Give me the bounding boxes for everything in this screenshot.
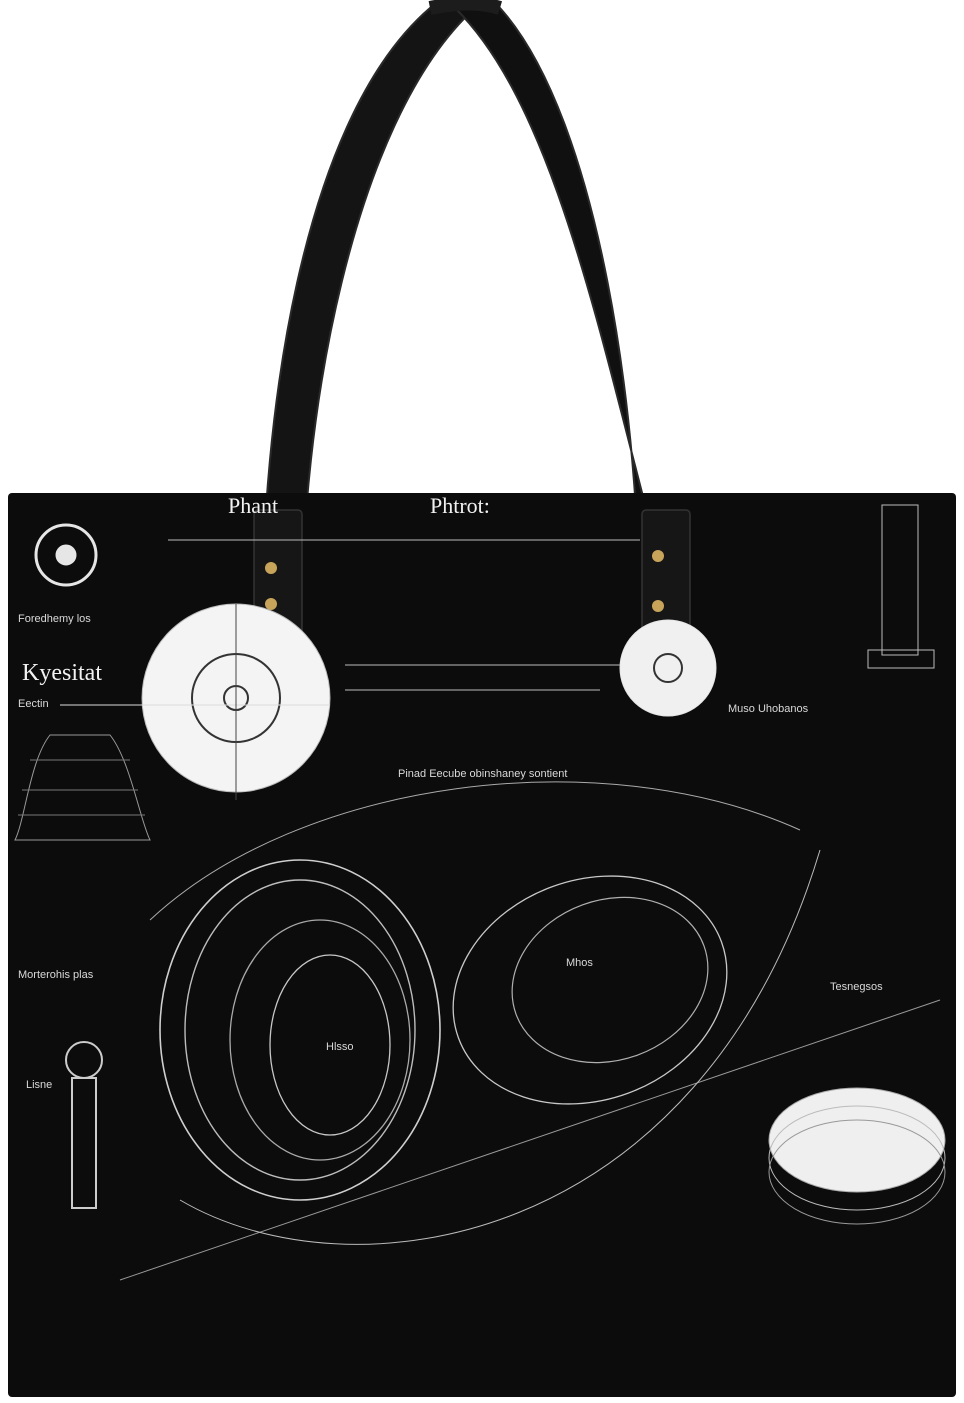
center-caption: Pinad Eecube obinshaney sontient [398, 768, 567, 780]
right-caption-1: Muso Uhobanos [728, 703, 809, 715]
ring-label: Hlsso [326, 1041, 354, 1053]
rivet [265, 562, 277, 574]
left-caption-1: Foredhemy los [18, 613, 91, 625]
left-caption-4: Lisne [26, 1079, 52, 1091]
rivet [652, 550, 664, 562]
rivet [652, 600, 664, 612]
left-caption-3: Morterohis plas [18, 969, 94, 981]
bag-body [8, 493, 956, 1397]
title-center: Phtrot: [430, 493, 490, 518]
small-disc [619, 619, 717, 717]
oval-label: Mhos [566, 957, 593, 969]
handle-tabs [253, 509, 691, 641]
white-dish [768, 1087, 946, 1193]
print-diagram [14, 504, 946, 1281]
rivet [265, 598, 277, 610]
right-caption-2: Tesnegsos [830, 981, 883, 993]
title-left: Phant [228, 493, 278, 518]
left-heading: Kyesitat [22, 660, 102, 686]
left-caption-2: Eectin [18, 698, 49, 710]
print-labels: Phant Phtrot: Kyesitat Foredhemy los Eec… [18, 493, 883, 1091]
bell-drawing [14, 734, 151, 841]
